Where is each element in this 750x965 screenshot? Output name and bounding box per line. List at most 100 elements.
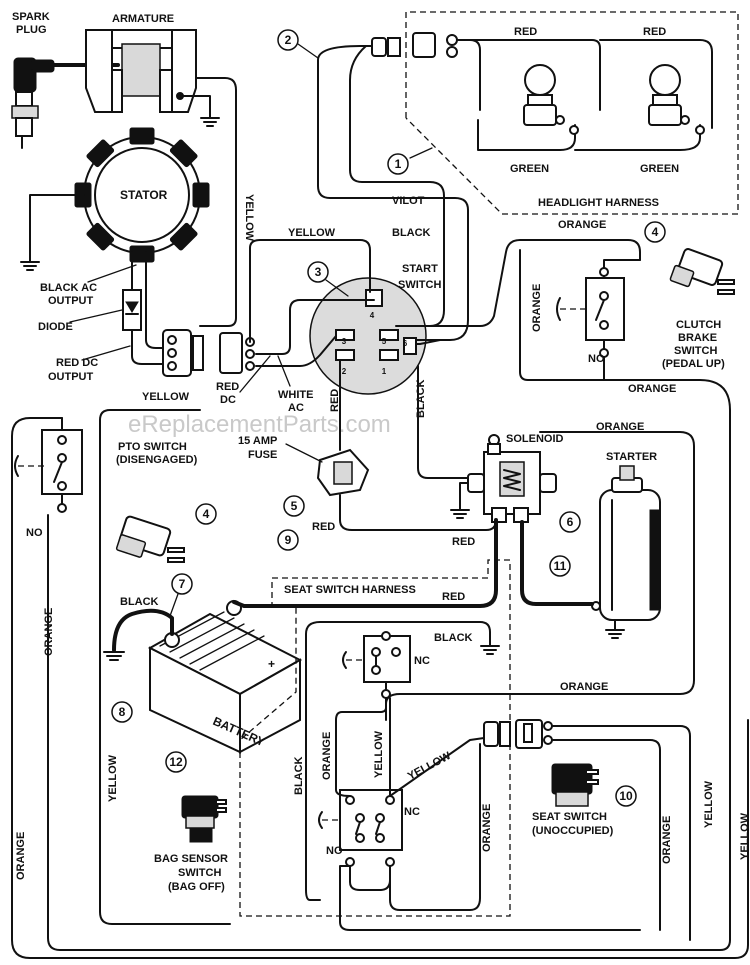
callout-5: 5: [283, 495, 305, 517]
headlight-bulb-right: [648, 64, 705, 135]
headlight-harness: RED RED GREEN GREEN HEADLIGHT HARNESS: [405, 11, 739, 215]
wire-label-yellow: YELLOW: [243, 194, 255, 242]
wire-label-orange: ORANGE: [558, 219, 606, 231]
svg-text:2: 2: [285, 33, 292, 47]
clutch-switch-schematic: [519, 249, 641, 381]
svg-text:5: 5: [291, 499, 298, 513]
wire-label-orange: ORANGE: [596, 421, 644, 433]
callout-1: 1: [387, 153, 409, 175]
wire-label-orange: ORANGE: [43, 608, 55, 656]
clutch-no-label: NO: [588, 353, 605, 365]
white-ac-wire-label: AC: [288, 402, 304, 414]
wire-label-black: BLACK: [434, 632, 473, 644]
start-switch-label: SWITCH: [398, 279, 441, 291]
red-dc-label: OUTPUT: [48, 371, 94, 383]
spark-plug-label: PLUG: [16, 24, 47, 36]
clutch-switch-part: [669, 248, 735, 295]
clutch-label: BRAKE: [678, 332, 717, 344]
seat-switch-connector: [483, 719, 691, 941]
bag-switch-bottom: [318, 789, 403, 867]
armature: [85, 29, 220, 127]
wire-label-yellow: YELLOW: [142, 391, 190, 403]
headlight-bulb-left: [523, 64, 579, 135]
wire-label-black: BLACK: [415, 379, 427, 418]
callout-12: 12: [165, 751, 187, 773]
pto-switch-schematic: [11, 417, 749, 959]
wire-label-orange: ORANGE: [661, 816, 673, 864]
wire-label-yellow: YELLOW: [107, 754, 119, 802]
seat-switch-label: (UNOCCUPIED): [532, 825, 614, 837]
svg-text:3: 3: [315, 265, 322, 279]
svg-text:10: 10: [619, 789, 633, 803]
wire-label-orange: ORANGE: [531, 284, 543, 332]
start-switch: 4 3 5 2 1 6: [309, 277, 427, 395]
svg-text:4: 4: [652, 225, 659, 239]
callout-4a: 4: [644, 221, 666, 243]
wire-label-red: RED: [452, 536, 475, 548]
callout-11: 11: [549, 555, 571, 577]
wire-label-red: RED: [643, 26, 666, 38]
fuse-label: FUSE: [248, 449, 277, 461]
wire-label-yellow: YELLOW: [703, 780, 715, 828]
wire-label-orange: ORANGE: [628, 383, 676, 395]
wire-label-black: BLACK: [120, 596, 159, 608]
pto-switch-part: [115, 515, 185, 563]
headlight-feed-connector: [371, 37, 387, 57]
wire-label-green: GREEN: [640, 163, 679, 175]
armature-label: ARMATURE: [112, 13, 174, 25]
svg-text:11: 11: [554, 559, 567, 573]
callout-2: 2: [277, 29, 319, 59]
bag-sensor-part: [181, 795, 227, 843]
clutch-label: CLUTCH: [676, 319, 721, 331]
wire-label-orange: ORANGE: [15, 832, 27, 880]
svg-text:8: 8: [119, 705, 126, 719]
pto-label: (DISENGAGED): [116, 454, 198, 466]
black-ac-label: OUTPUT: [48, 295, 94, 307]
seat-switch-label: SEAT SWITCH: [532, 811, 607, 823]
spark-plug-label: SPARK: [12, 11, 50, 23]
clutch-label: SWITCH: [674, 345, 717, 357]
clutch-label: (PEDAL UP): [662, 358, 725, 370]
battery-plus: +: [268, 657, 275, 671]
headlight-feed-connector: [387, 37, 401, 57]
fuse-label: 15 AMP: [238, 435, 277, 447]
svg-text:7: 7: [179, 577, 186, 591]
wire-label-orange: ORANGE: [560, 681, 608, 693]
wire-label-red: RED: [329, 389, 341, 412]
red-dc-label: RED DC: [56, 357, 98, 369]
wire-label-black: BLACK: [293, 756, 305, 795]
white-ac-wire-label: WHITE: [278, 389, 313, 401]
terminal-6: 6: [403, 339, 408, 348]
terminal-1: 1: [382, 367, 387, 376]
terminal-2: 2: [342, 367, 347, 376]
battery: BATTERY +: [103, 518, 498, 754]
engine-connector: [162, 329, 255, 377]
wire-label-red: RED: [514, 26, 537, 38]
wire-label-green: GREEN: [510, 163, 549, 175]
callout-9: 9: [277, 529, 299, 551]
headlight-harness-label: HEADLIGHT HARNESS: [538, 197, 659, 209]
seat-switch-part: [551, 763, 599, 807]
red-dc-wire-label: DC: [220, 394, 236, 406]
callout-8: 8: [111, 701, 133, 723]
svg-text:9: 9: [285, 533, 292, 547]
callout-7: 7: [169, 573, 193, 617]
solenoid: [417, 365, 557, 523]
wire-label-yellow: YELLOW: [288, 227, 336, 239]
stator: [20, 127, 210, 271]
bag-sensor-label: (BAG OFF): [168, 881, 225, 893]
wire-label-yellow: YELLOW: [739, 812, 750, 860]
callout-10: 10: [615, 785, 637, 807]
svg-text:12: 12: [169, 755, 183, 769]
nc-label: NC: [414, 655, 430, 667]
starter-label: STARTER: [606, 451, 657, 463]
wire-label-orange: ORANGE: [321, 732, 333, 780]
wire-label-black: BLACK: [392, 227, 431, 239]
svg-text:4: 4: [203, 507, 210, 521]
svg-text:6: 6: [567, 515, 574, 529]
pto-label: PTO SWITCH: [118, 441, 187, 453]
solenoid-label: SOLENOID: [506, 433, 564, 445]
no-label: NO: [326, 845, 343, 857]
bag-sensor-label: SWITCH: [178, 867, 221, 879]
